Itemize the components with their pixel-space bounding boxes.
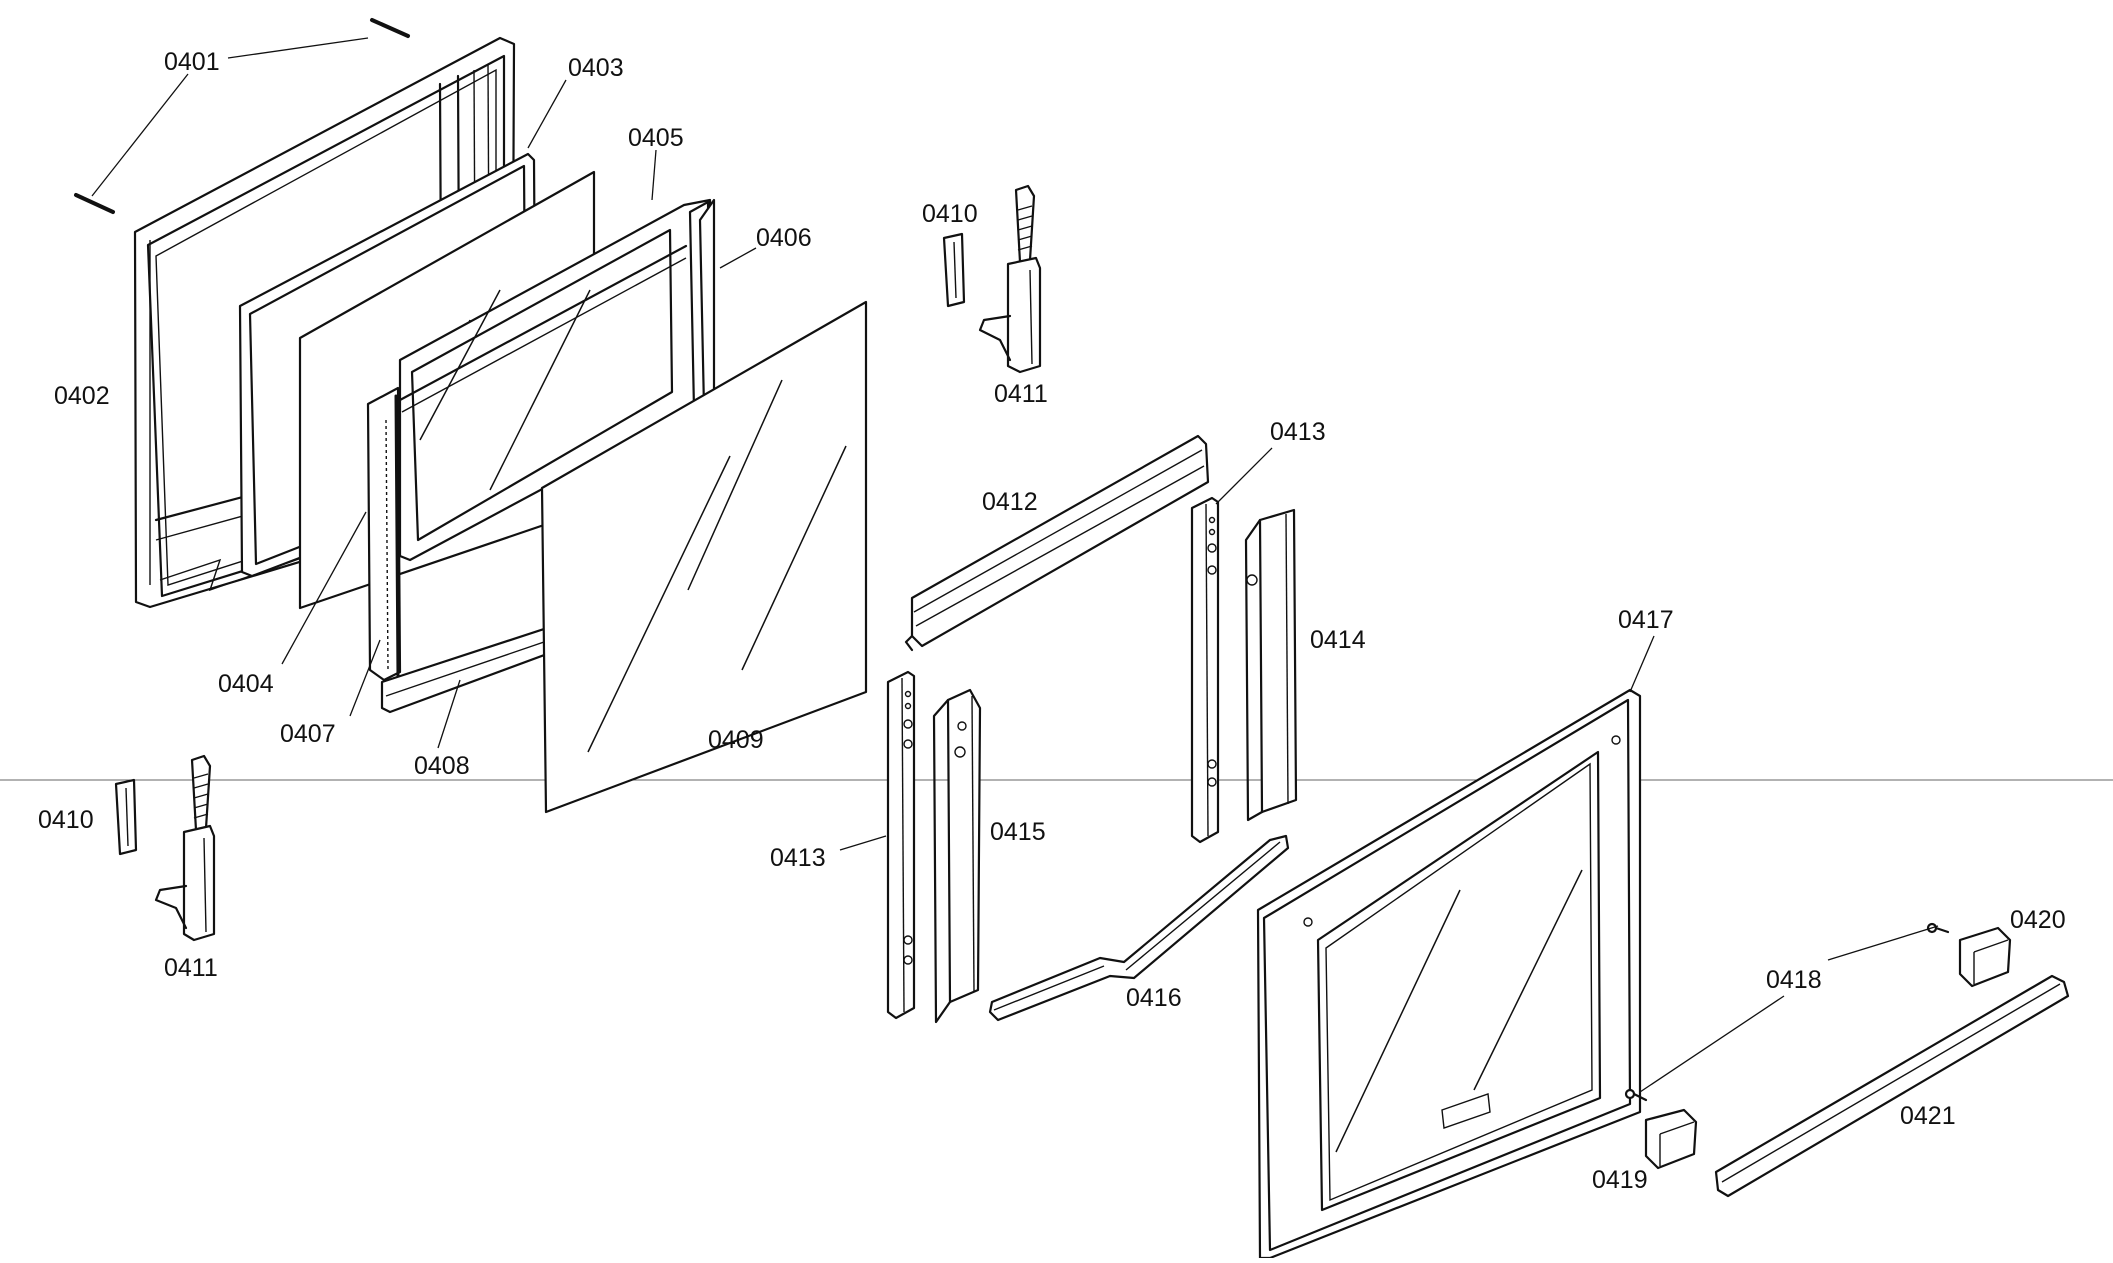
label-0413-bottom: 0413	[770, 844, 826, 872]
part-0414-side-trim	[1244, 508, 1298, 822]
label-0405: 0405	[628, 124, 684, 152]
part-0411-hinge-bottom	[154, 754, 216, 942]
part-0407-seal	[366, 386, 402, 682]
label-0409: 0409	[708, 726, 764, 754]
label-0414: 0414	[1310, 626, 1366, 654]
label-0410-bottom: 0410	[38, 806, 94, 834]
part-0410-hinge-cover-top	[942, 232, 966, 308]
label-0416: 0416	[1126, 984, 1182, 1012]
label-0403: 0403	[568, 54, 624, 82]
part-0415-side-trim	[932, 688, 982, 1024]
label-0418: 0418	[1766, 966, 1822, 994]
part-0416-bottom-bracket	[988, 834, 1290, 1022]
label-0417: 0417	[1618, 606, 1674, 634]
label-0410-top: 0410	[922, 200, 978, 228]
label-0402: 0402	[54, 382, 110, 410]
part-0420-clip	[1958, 926, 2012, 988]
label-0420: 0420	[2010, 906, 2066, 934]
label-0404: 0404	[218, 670, 274, 698]
part-0409-outer-glass	[540, 300, 868, 814]
part-0412-top-channel	[904, 434, 1210, 652]
label-0406: 0406	[756, 224, 812, 252]
part-0413-side-bracket-right	[1190, 496, 1220, 844]
label-0407: 0407	[280, 720, 336, 748]
part-labels: 0401 0402 0403 0404 0405 0406 0407 0408 …	[38, 48, 2066, 1194]
label-0415: 0415	[990, 818, 1046, 846]
part-0419-clip	[1644, 1108, 1698, 1170]
leader-lines	[91, 37, 1939, 1093]
label-0401: 0401	[164, 48, 220, 76]
label-0413-top: 0413	[1270, 418, 1326, 446]
label-0408: 0408	[414, 752, 470, 780]
part-0421-handle	[1714, 974, 2070, 1198]
part-0411-hinge-top	[978, 184, 1042, 374]
label-0421: 0421	[1900, 1102, 1956, 1130]
part-0401-pins	[74, 18, 410, 214]
label-0419: 0419	[1592, 1166, 1648, 1194]
part-0413-side-bracket-left	[886, 670, 916, 1020]
part-0417-outer-door-panel	[1256, 688, 1642, 1260]
label-0411-top: 0411	[994, 380, 1048, 408]
part-0410-hinge-cover-bottom	[114, 778, 138, 856]
label-0411-bottom: 0411	[164, 954, 218, 982]
label-0412: 0412	[982, 488, 1038, 516]
